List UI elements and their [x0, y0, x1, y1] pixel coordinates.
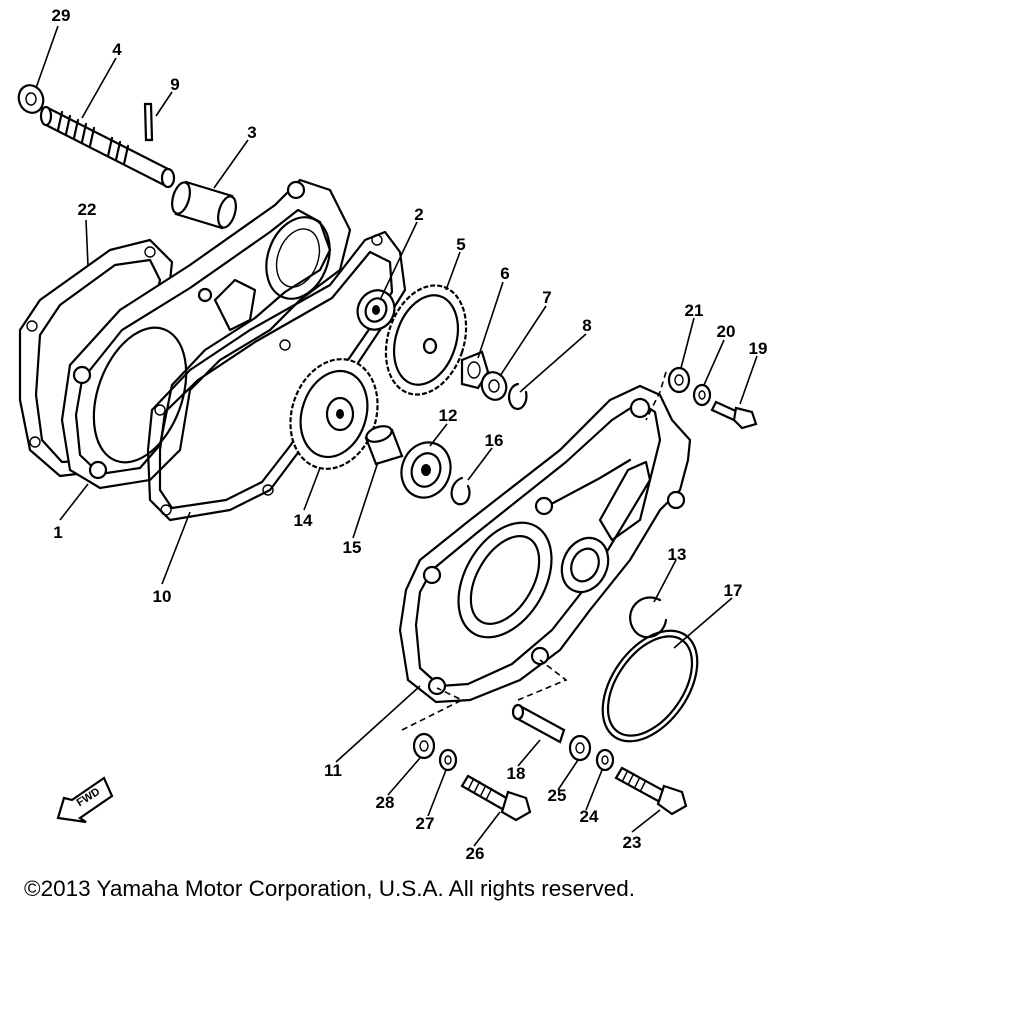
callout-14: 14 [294, 511, 313, 530]
copyright-notice: ©2013 Yamaha Motor Corporation, U.S.A. A… [24, 876, 636, 901]
callout-26: 26 [466, 844, 485, 863]
part-1-case [60, 178, 352, 490]
part-11-cover [398, 384, 692, 704]
part-8-circlip [508, 382, 528, 410]
part-5-gear [384, 284, 468, 396]
fwd-arrow-icon: FWD [56, 776, 114, 824]
callout-2: 2 [414, 205, 423, 224]
callout-7: 7 [542, 288, 551, 307]
part-15-collar [364, 425, 404, 466]
callout-1: 1 [53, 523, 62, 542]
callout-19: 19 [749, 339, 768, 358]
part-16-circlip [450, 476, 471, 506]
callout-20: 20 [717, 322, 736, 341]
callout-25: 25 [548, 786, 567, 805]
callout-8: 8 [582, 316, 591, 335]
part-24-lock-washer [595, 748, 615, 772]
part-19-bolt [710, 400, 758, 430]
part-20-lock-washer [692, 383, 712, 407]
callout-15: 15 [343, 538, 362, 557]
callout-12: 12 [439, 406, 458, 425]
part-12-bearing [400, 441, 452, 499]
callout-11: 11 [324, 761, 342, 780]
callout-17: 17 [724, 581, 743, 600]
callout-24: 24 [580, 807, 599, 826]
callout-5: 5 [456, 235, 465, 254]
callout-9: 9 [170, 75, 179, 94]
callout-22: 22 [78, 200, 97, 219]
part-7-washer [480, 371, 508, 401]
part-26-bolt [460, 774, 532, 822]
part-23-bolt [614, 766, 688, 816]
callout-28: 28 [376, 793, 395, 812]
part-27-lock-washer [438, 748, 458, 772]
part-25-washer [568, 734, 592, 762]
callout-13: 13 [668, 545, 687, 564]
part-3-bushing [171, 180, 237, 230]
callout-3: 3 [247, 123, 256, 142]
part-9-pin [143, 102, 154, 142]
part-4-shaft [39, 105, 176, 189]
part-10-gasket [146, 230, 407, 522]
part-17-o-ring [601, 629, 699, 743]
callout-21: 21 [685, 301, 704, 320]
assembly-guide-lines [401, 371, 667, 731]
part-29-washer [17, 84, 45, 114]
callout-23: 23 [623, 833, 642, 852]
callout-10: 10 [153, 587, 172, 606]
callout-4: 4 [112, 40, 122, 59]
part-21-washer [667, 366, 691, 394]
leader-lines [35, 25, 758, 847]
part-18-dowel-pin [511, 703, 566, 744]
callout-29: 29 [52, 6, 71, 25]
callout-6: 6 [500, 264, 509, 283]
exploded-parts-diagram: FWD 29 4 9 3 22 [17, 6, 768, 863]
callout-27: 27 [416, 814, 435, 833]
part-14-gear [289, 358, 379, 470]
callout-labels: 29 4 9 3 22 2 5 6 7 8 21 20 19 12 16 1 1… [52, 6, 768, 863]
callout-18: 18 [507, 764, 526, 783]
part-28-washer [412, 732, 436, 760]
callout-16: 16 [485, 431, 504, 450]
